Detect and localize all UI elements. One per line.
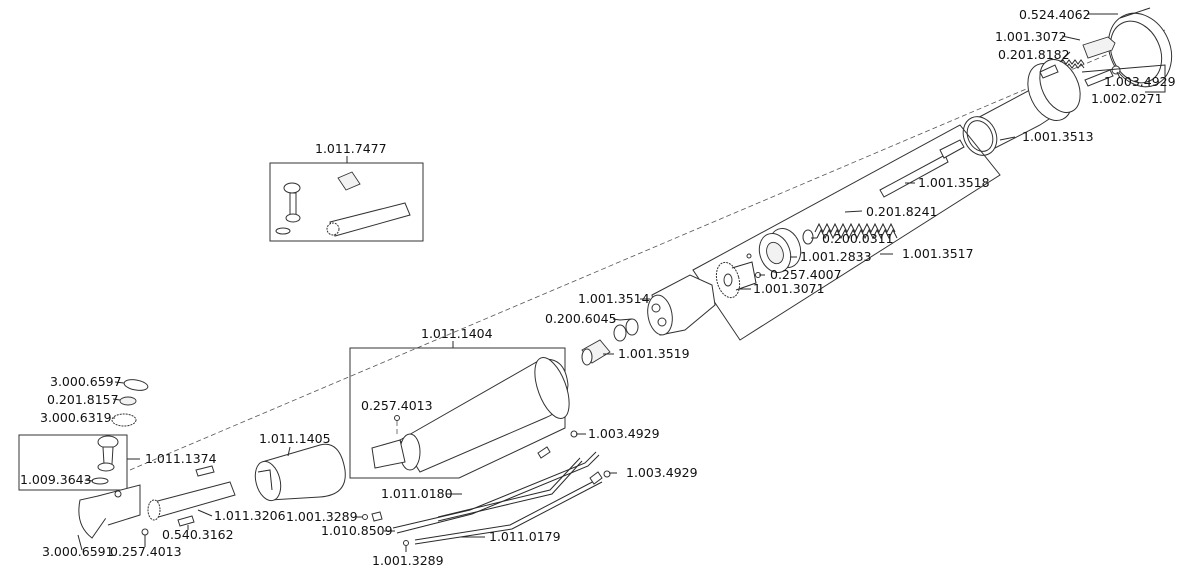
callout-0.201.8157: 0.201.8157 — [47, 392, 119, 407]
callout-1.011.1405: 1.011.1405 — [259, 431, 331, 446]
callout-1.001.3071: 1.001.3071 — [753, 281, 825, 296]
callout-1.003.4929-a: 1.003.4929 — [588, 426, 660, 441]
callout-0.524.4062: 0.524.4062 — [1019, 7, 1091, 22]
callout-1.001.3289-a: 1.001.3289 — [286, 509, 358, 524]
callout-1.001.2833: 1.001.2833 — [800, 249, 872, 264]
washer-0.200.0311 — [802, 229, 814, 245]
callout-0.257.4007: 0.257.4007 — [770, 267, 842, 282]
neck-shaft-1.011.3206 — [147, 465, 236, 527]
callout-1.001.3517: 1.001.3517 — [902, 246, 974, 261]
callout-1.011.0179: 1.011.0179 — [489, 529, 561, 544]
callout-3.000.6597: 3.000.6597 — [50, 374, 122, 389]
shaft-1.001.3518 — [879, 139, 965, 198]
bearing-1.001.2833 — [758, 228, 802, 273]
callout-0.200.0311: 0.200.0311 — [822, 231, 894, 246]
callout-0.201.8182: 0.201.8182 — [998, 47, 1070, 62]
callout-0.257.4013-bot: 0.257.4013 — [110, 544, 182, 559]
callout-1.011.3206: 1.011.3206 — [214, 508, 286, 523]
callout-0.201.8241: 0.201.8241 — [866, 204, 938, 219]
leader-lines — [77, 13, 1166, 552]
coupling-housing-1.001.3513 — [962, 59, 1081, 156]
assembly-axis — [129, 29, 1166, 471]
callout-1.011.1374: 1.011.1374 — [145, 451, 217, 466]
screw-1.002.0271 — [1084, 65, 1121, 87]
gear-3.000.6319 — [111, 413, 137, 427]
callout-0.257.4013-mid: 0.257.4013 — [361, 398, 433, 413]
callout-1.001.3514: 1.001.3514 — [578, 291, 650, 306]
callout-0.200.6045: 0.200.6045 — [545, 311, 617, 326]
group-box-1.001.3517 — [692, 124, 1001, 341]
callout-1.011.0180: 1.011.0180 — [381, 486, 453, 501]
rotor-1.001.3519 — [581, 339, 611, 366]
callout-0.540.3162: 0.540.3162 — [162, 527, 234, 542]
tube-1.010.8509 — [392, 451, 600, 534]
callout-1.003.4929-b: 1.003.4929 — [626, 465, 698, 480]
callout-1.010.8509: 1.010.8509 — [321, 523, 393, 538]
callout-3.000.6319: 3.000.6319 — [40, 410, 112, 425]
callout-1.001.3072: 1.001.3072 — [995, 29, 1067, 44]
callout-1.001.3289-b: 1.001.3289 — [372, 553, 444, 568]
callout-1.011.7477: 1.011.7477 — [315, 141, 387, 156]
head-housing-1.001.3514 — [647, 274, 716, 336]
callout-3.000.6591: 3.000.6591 — [42, 544, 114, 559]
spring-0.201.8157 — [119, 396, 137, 406]
pin-0.257.4007 — [746, 253, 761, 278]
sleeve-1.011.1405 — [254, 443, 346, 502]
clip-1.001.3072 — [1082, 36, 1116, 59]
spring-0.201.8241 — [814, 222, 898, 240]
tube-1.011.0179 — [414, 470, 611, 545]
o-rings-0.200.6045 — [613, 318, 639, 342]
cap-3.000.6597 — [123, 379, 149, 391]
callout-1.011.1404: 1.011.1404 — [421, 326, 493, 341]
head-3.000.6591 — [78, 484, 149, 539]
group-box-1.011.1404 — [349, 341, 570, 479]
callout-1.009.3643: 1.009.3643 — [20, 472, 92, 487]
nut-1.001.3289-a — [362, 511, 383, 522]
callout-1.001.3518: 1.001.3518 — [918, 175, 990, 190]
callout-1.001.3519: 1.001.3519 — [618, 346, 690, 361]
gear-1.001.3071 — [715, 261, 757, 299]
nut-1.001.3289-b — [403, 540, 409, 546]
callout-1.002.0271: 1.002.0271 — [1091, 91, 1163, 106]
group-box-1.011.7477 — [269, 156, 424, 242]
callout-1.003.4929-top: 1.003.4929 — [1104, 74, 1176, 89]
callout-1.001.3513: 1.001.3513 — [1022, 129, 1094, 144]
